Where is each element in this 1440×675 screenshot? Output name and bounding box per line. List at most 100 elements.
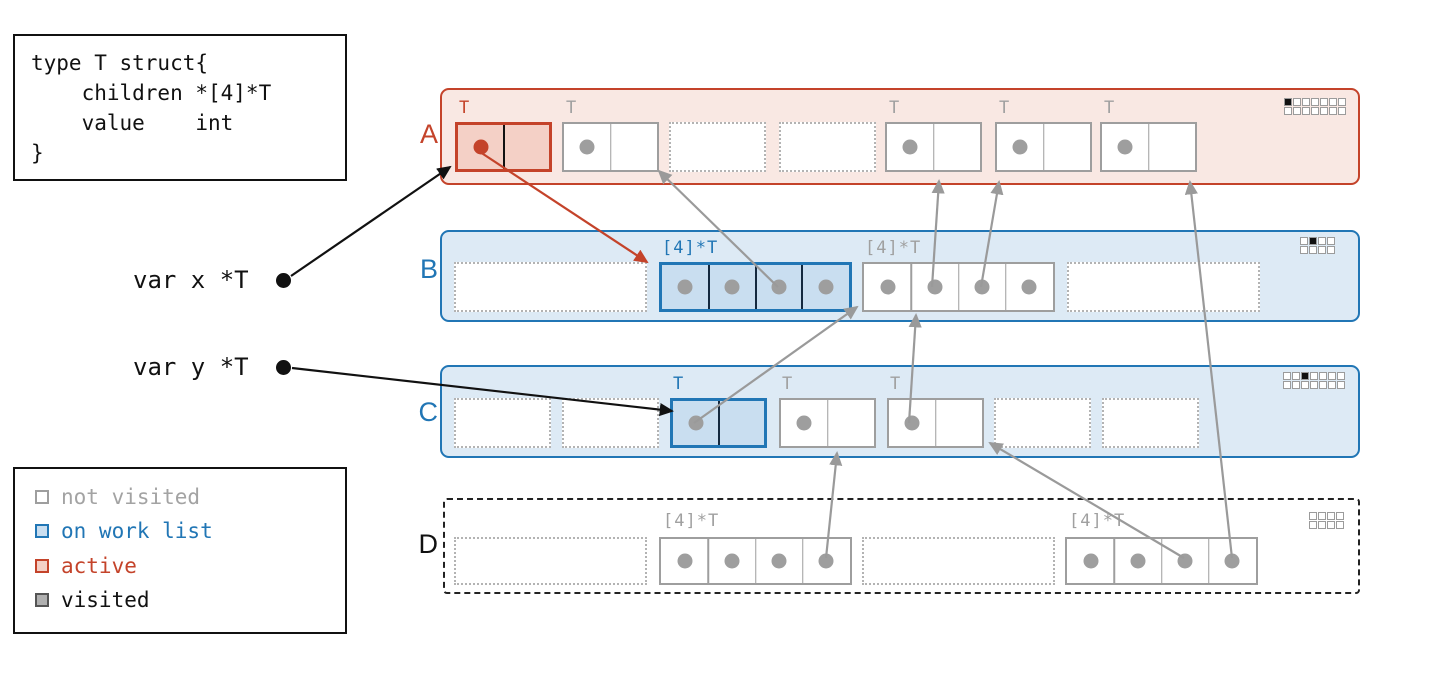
pointer-field-dot <box>1012 139 1028 155</box>
mark-bit <box>1283 381 1291 389</box>
mark-bit <box>1292 372 1300 380</box>
pointer-field-dot <box>688 415 704 431</box>
mark-bit <box>1309 512 1317 520</box>
visited-swatch-icon <box>35 593 49 607</box>
mark-bit <box>1283 372 1291 380</box>
mark-bit <box>1318 521 1326 529</box>
pointer-field-dot <box>771 279 787 295</box>
heap-object-array-worklist <box>659 262 852 312</box>
legend-label: not visited <box>61 485 201 509</box>
mark-bit <box>1309 521 1317 529</box>
type-label: [4]*T <box>663 511 720 531</box>
memory-span-c: T T T <box>440 365 1360 458</box>
type-definition-box: type T struct{ children *[4]*T value int… <box>13 34 347 181</box>
row-label-c: C <box>418 397 439 427</box>
type-label: [4]*T <box>662 238 719 258</box>
mark-bit <box>1327 237 1335 245</box>
not-visited-swatch-icon <box>35 490 49 504</box>
mark-bit <box>1337 381 1345 389</box>
mark-bit-set <box>1309 237 1317 245</box>
var-x-pointer-dot <box>276 273 291 288</box>
pointer-field-dot <box>1117 139 1133 155</box>
legend-item-not-visited: not visited <box>35 485 200 509</box>
legend-item-on-work-list: on work list <box>35 519 213 543</box>
mark-bit <box>1310 372 1318 380</box>
mark-bit <box>1311 107 1319 115</box>
pointer-field-dot <box>1224 553 1240 569</box>
free-slot <box>454 262 647 312</box>
mark-bit <box>1311 98 1319 106</box>
row-label-b: B <box>419 254 438 284</box>
pointer-field-dot <box>677 279 693 295</box>
mark-bit <box>1337 372 1345 380</box>
free-slot <box>862 537 1055 585</box>
legend-label: visited <box>61 588 150 612</box>
mark-bit <box>1336 521 1344 529</box>
mark-bit <box>1328 381 1336 389</box>
mark-bit <box>1293 107 1301 115</box>
type-label: T <box>999 98 1011 118</box>
type-label: T <box>459 98 471 118</box>
free-slot <box>779 122 876 172</box>
var-y-label: var y *T <box>133 353 249 381</box>
type-label: T <box>890 374 902 394</box>
active-swatch-icon <box>35 559 49 573</box>
legend-item-active: active <box>35 554 137 578</box>
pointer-field-dot <box>818 553 834 569</box>
mark-bit <box>1338 107 1346 115</box>
heap-object-t-worklist <box>670 398 767 448</box>
pointer-field-dot <box>771 553 787 569</box>
mark-bitmap <box>1300 237 1335 254</box>
heap-object-t <box>995 122 1092 172</box>
pointer-field-dot <box>818 279 834 295</box>
free-slot <box>1067 262 1260 312</box>
mark-bitmap <box>1284 98 1346 115</box>
heap-object-array <box>659 537 852 585</box>
pointer-field-dot <box>880 279 896 295</box>
free-slot <box>994 398 1091 448</box>
heap-object-t-active <box>455 122 552 172</box>
mark-bit <box>1309 246 1317 254</box>
heap-object-t <box>779 398 876 448</box>
var-y-pointer-dot <box>276 360 291 375</box>
mark-bit <box>1320 98 1328 106</box>
pointer-field-dot <box>473 139 489 155</box>
mark-bit <box>1329 107 1337 115</box>
mark-bit <box>1327 246 1335 254</box>
mark-bit <box>1301 381 1309 389</box>
mark-bit <box>1318 512 1326 520</box>
pointer-field-dot <box>677 553 693 569</box>
legend-label: active <box>61 554 137 578</box>
type-label: T <box>782 374 794 394</box>
type-label: T <box>566 98 578 118</box>
pointer-field-dot <box>1130 553 1146 569</box>
pointer-field-dot <box>724 553 740 569</box>
legend-item-visited: visited <box>35 588 150 612</box>
free-slot <box>454 537 647 585</box>
pointer-field-dot <box>1177 553 1193 569</box>
type-label: T <box>1104 98 1116 118</box>
type-label: T <box>889 98 901 118</box>
heap-object-array <box>862 262 1055 312</box>
memory-span-a: T T T T T <box>440 88 1360 185</box>
pointer-field-dot <box>904 415 920 431</box>
mark-bit <box>1293 98 1301 106</box>
pointer-field-dot <box>1083 553 1099 569</box>
type-definition-code: type T struct{ children *[4]*T value int… <box>31 51 272 165</box>
mark-bit <box>1318 237 1326 245</box>
mark-bit <box>1320 107 1328 115</box>
mark-bitmap <box>1309 512 1344 529</box>
legend-label: on work list <box>61 519 213 543</box>
mark-bit <box>1302 107 1310 115</box>
pointer-field-dot <box>724 279 740 295</box>
var-x-label: var x *T <box>133 266 249 294</box>
mark-bitmap <box>1283 372 1345 389</box>
memory-span-b: [4]*T [4]*T <box>440 230 1360 322</box>
row-label-a: A <box>419 119 438 149</box>
mark-bit <box>1292 381 1300 389</box>
pointer-field-dot <box>1021 279 1037 295</box>
mark-bit <box>1284 107 1292 115</box>
heap-object-t <box>562 122 659 172</box>
free-slot <box>1102 398 1199 448</box>
